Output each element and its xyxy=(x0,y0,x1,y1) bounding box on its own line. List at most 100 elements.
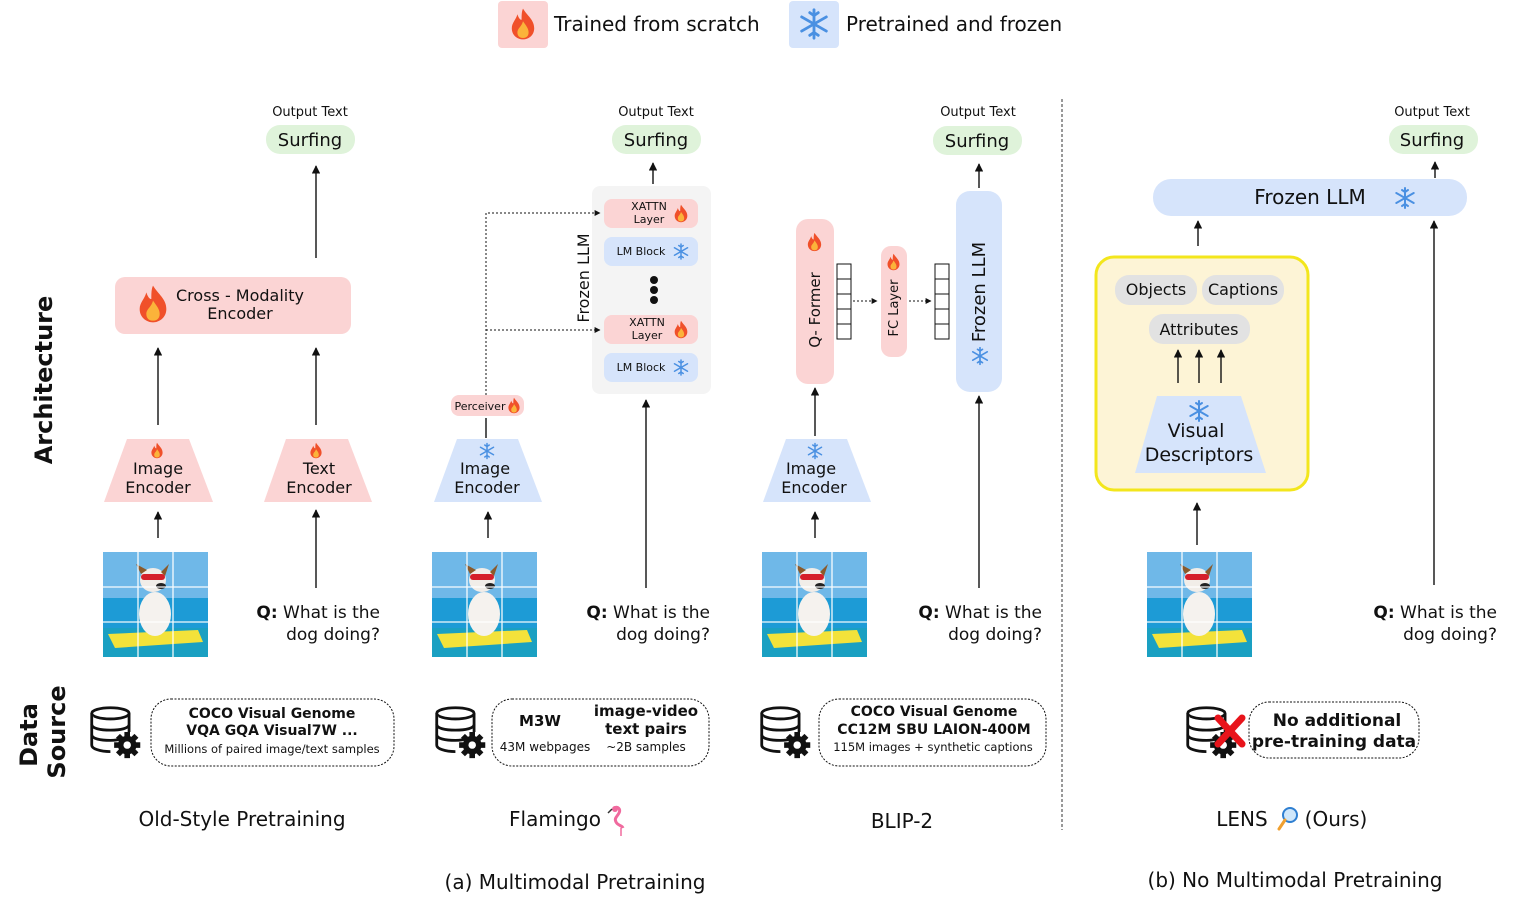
frozen-llm-block xyxy=(1153,179,1467,216)
data-source-line3: Millions of paired image/text samples xyxy=(164,742,379,756)
image-encoder-label-line1: Image xyxy=(460,459,510,478)
column-title: BLIP-2 xyxy=(871,809,933,833)
caption-b: (b) No Multimodal Pretraining xyxy=(1148,868,1443,892)
attributes-label: Attributes xyxy=(1160,320,1239,339)
red-cross-icon xyxy=(1214,714,1246,748)
cross-modality-label-line1: Cross - Modality xyxy=(176,286,304,305)
ellipsis-dots xyxy=(650,276,658,304)
legend-frozen-label: Pretrained and frozen xyxy=(846,12,1062,36)
dog-image xyxy=(1147,552,1252,657)
frozen-llm-block xyxy=(956,191,1002,392)
data-source-box xyxy=(1248,701,1420,759)
column-title: Flamingo xyxy=(509,807,601,831)
image-encoder xyxy=(104,439,213,502)
data-source-line1: COCO Visual Genome xyxy=(851,704,1018,720)
output-text-label: Output Text xyxy=(272,105,348,120)
output-surfing: Surfing xyxy=(624,130,688,151)
frozen-llm-label: Frozen LLM xyxy=(969,242,990,342)
data-source-line1: No additional xyxy=(1273,711,1402,731)
output-text-label: Output Text xyxy=(1394,105,1470,120)
data-source-box xyxy=(150,698,395,767)
data-source-label-line1: Data xyxy=(15,703,43,767)
xattn-label-line2: Layer xyxy=(632,329,663,342)
frozen-llm-label: Frozen LLM xyxy=(574,233,593,322)
question-line2: dog doing? xyxy=(286,625,380,645)
data-source-line2: CC12M SBU LAION-400M xyxy=(837,722,1030,738)
xattn-layer xyxy=(604,199,698,228)
visual-descriptors-block xyxy=(1135,396,1266,473)
image-encoder-label-line2: Encoder xyxy=(125,478,191,497)
architecture-row-label: Architecture xyxy=(30,296,58,465)
qformer-label: Q- Former xyxy=(806,271,824,347)
image-encoder xyxy=(434,439,542,502)
perceiver-label: Perceiver xyxy=(455,400,506,413)
data-source-line2: VQA GQA Visual7W ... xyxy=(186,723,358,739)
output-surfing: Surfing xyxy=(278,130,342,151)
query-tokens xyxy=(836,263,852,340)
caption-a: (a) Multimodal Pretraining xyxy=(445,870,706,894)
lm-block-label: LM Block xyxy=(617,361,666,374)
legend-trained-label: Trained from scratch xyxy=(553,12,760,36)
perceiver-block xyxy=(451,395,524,416)
objects-tag xyxy=(1115,275,1197,305)
data-source-iv-sub: ~2B samples xyxy=(606,740,686,754)
text-encoder-label-line1: Text xyxy=(302,459,335,478)
flamingo-icon xyxy=(607,805,625,836)
blip2-column: Output Text Surfing Frozen LLM Q- Former… xyxy=(760,105,1047,833)
question: Q: What is the xyxy=(918,603,1042,623)
dog-image xyxy=(103,552,208,657)
objects-label: Objects xyxy=(1126,280,1186,299)
lm-block xyxy=(604,353,698,382)
text-encoder-label-line2: Encoder xyxy=(286,478,352,497)
column-title: Old-Style Pretraining xyxy=(138,807,345,831)
database-gear-icon xyxy=(90,706,142,760)
output-pill xyxy=(266,125,355,154)
data-source-m3w: M3W xyxy=(519,712,561,730)
captions-tag xyxy=(1202,275,1284,305)
lm-block xyxy=(604,237,698,266)
captions-label: Captions xyxy=(1208,280,1278,299)
fc-layer-block xyxy=(881,246,907,357)
question-line2: dog doing? xyxy=(616,625,710,645)
xattn-label-line1: XATTN xyxy=(631,200,667,213)
data-source-m3w-sub: 43M webpages xyxy=(500,740,590,754)
legend: Trained from scratch Pretrained and froz… xyxy=(498,1,1062,48)
magnifier-icon xyxy=(1277,807,1298,831)
frozen-llm-label: Frozen LLM xyxy=(1254,185,1365,209)
data-source-box xyxy=(491,698,710,767)
data-source-iv-line2: text pairs xyxy=(605,720,687,738)
image-encoder-label-line1: Image xyxy=(786,459,836,478)
dashed-connector xyxy=(485,210,601,395)
column-title-name: LENS xyxy=(1216,807,1267,831)
output-surfing: Surfing xyxy=(945,131,1009,152)
data-source-label-line2: Source xyxy=(43,685,71,778)
text-encoder xyxy=(264,439,372,502)
cross-modality-label-line2: Encoder xyxy=(207,304,273,323)
image-encoder-label-line1: Image xyxy=(133,459,183,478)
image-encoder-label-line2: Encoder xyxy=(781,478,847,497)
xattn-label-line1: XATTN xyxy=(629,316,665,329)
data-source-box xyxy=(818,698,1047,767)
cross-modality-encoder xyxy=(115,277,351,334)
question-line2: dog doing? xyxy=(948,625,1042,645)
question: Q: What is the xyxy=(256,603,380,623)
output-pill xyxy=(612,125,701,154)
data-source-line3: 115M images + synthetic captions xyxy=(833,740,1033,754)
fc-layer-label: FC Layer xyxy=(887,279,902,337)
database-gear-icon xyxy=(760,706,812,760)
qformer-block xyxy=(796,219,834,384)
output-pill xyxy=(1389,125,1478,154)
question: Q: What is the xyxy=(586,603,710,623)
question-line2: dog doing? xyxy=(1403,625,1497,645)
dog-image xyxy=(432,552,537,657)
data-source-iv-line1: image-video xyxy=(594,702,698,720)
projected-tokens xyxy=(934,263,950,340)
lens-column: Output Text Surfing Frozen LLM Objects C… xyxy=(1094,105,1497,831)
column-title-suffix: (Ours) xyxy=(1305,807,1368,831)
output-pill xyxy=(933,126,1022,155)
oldstyle-column: Output Text Surfing Cross - Modality Enc… xyxy=(90,105,395,831)
dog-image xyxy=(762,552,867,657)
data-source-line1: COCO Visual Genome xyxy=(189,706,356,722)
lm-block-label: LM Block xyxy=(617,245,666,258)
question: Q: What is the xyxy=(1373,603,1497,623)
